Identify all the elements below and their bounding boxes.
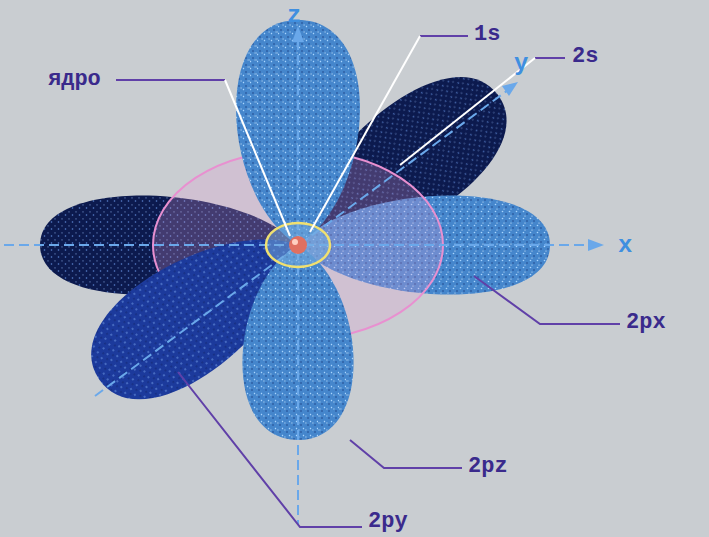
axes — [4, 40, 592, 525]
axis-label: z — [287, 4, 301, 28]
orbital-label: 2py — [368, 511, 408, 533]
axis-arrows — [292, 26, 604, 251]
nucleus-highlight — [292, 239, 298, 245]
axis-label: x — [618, 234, 632, 258]
orbital-label: 1s — [474, 24, 500, 46]
orbital-label: 2pz — [468, 456, 508, 478]
1s-orbital — [266, 223, 330, 267]
leader-lines — [116, 36, 620, 527]
orbital-label: 2px — [626, 312, 666, 334]
nucleus — [289, 236, 307, 254]
orbital-label: 2s — [572, 46, 598, 68]
orbital-label: ядро — [48, 69, 101, 91]
axis-label: y — [514, 52, 528, 76]
